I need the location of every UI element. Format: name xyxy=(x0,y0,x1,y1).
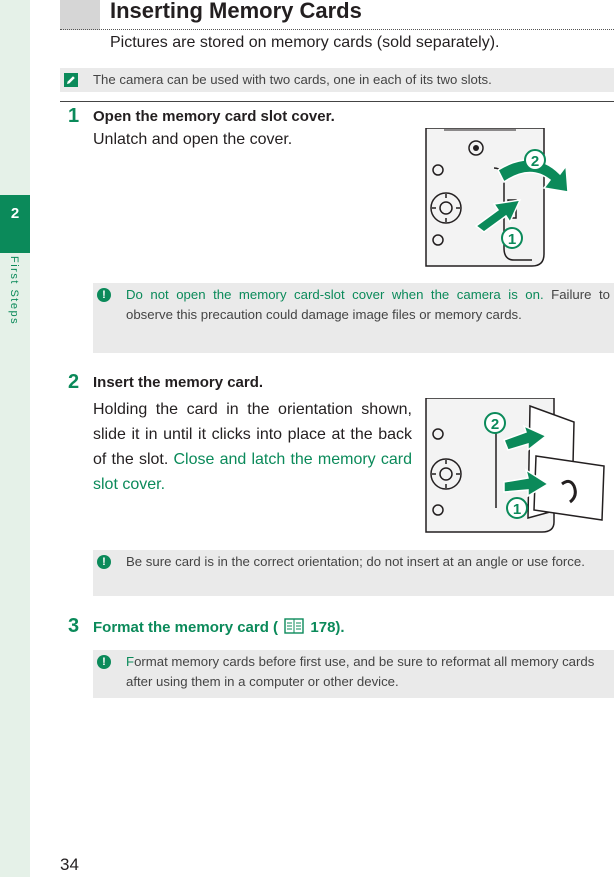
caution-line: Do not open the memory card-slot cover w… xyxy=(126,287,544,302)
step-body-text: Holding the card in the orientation show… xyxy=(93,401,412,468)
step-title-text: Format the memory card ( xyxy=(93,619,279,636)
memo-pencil-icon xyxy=(64,73,78,87)
caution-note: ! Do not open the memory card-slot cover… xyxy=(93,283,614,353)
caution-note: ! Format memory cards before first use, … xyxy=(93,650,614,698)
step-body-highlight: Close and latch the memory card slot cov… xyxy=(93,451,412,493)
book-reference-icon xyxy=(284,618,304,634)
callout-one: 1 xyxy=(508,231,516,248)
intro-text: Pictures are stored on memory cards (sol… xyxy=(110,34,500,51)
chapter-label: First Steps xyxy=(8,256,20,326)
step-body: Unlatch and open the cover. xyxy=(93,131,293,148)
caution-icon: ! xyxy=(97,655,111,669)
step-title-link[interactable]: Format the memory card ( 178). xyxy=(93,618,345,636)
page-number: 34 xyxy=(60,855,79,874)
callout-one: 1 xyxy=(513,501,521,518)
caution-icon: ! xyxy=(97,288,111,302)
chapter-number: 2 xyxy=(10,205,20,222)
caution-text: Do not open the memory card-slot cover w… xyxy=(126,285,610,325)
step-body: Holding the card in the orientation show… xyxy=(93,397,412,497)
memo-divider xyxy=(60,101,614,102)
heading-marker xyxy=(60,0,100,30)
caution-note: ! Be sure card is in the correct orienta… xyxy=(93,550,614,596)
figure-open-slot-cover: 2 1 xyxy=(424,128,570,270)
caution-icon: ! xyxy=(97,555,111,569)
step-number: 2 xyxy=(68,371,80,393)
step-number: 3 xyxy=(68,615,80,637)
caution-line: ormat memory cards before first use, and… xyxy=(126,654,595,689)
step-title: Insert the memory card. xyxy=(93,374,264,391)
caution-text: Format memory cards before first use, an… xyxy=(126,652,610,692)
chapter-sidebar xyxy=(0,0,30,877)
step-title-page: 178). xyxy=(310,619,345,636)
page-title: Inserting Memory Cards xyxy=(110,0,362,23)
step-title: Open the memory card slot cover. xyxy=(93,108,335,125)
step-number: 1 xyxy=(68,105,80,127)
caution-line: Failure to observe this precaution could… xyxy=(126,287,610,322)
memo-box: The camera can be used with two cards, o… xyxy=(60,68,614,92)
memo-text: The camera can be used with two cards, o… xyxy=(93,72,492,87)
chapter-tab xyxy=(0,195,30,253)
callout-two: 2 xyxy=(531,153,539,170)
caution-first-letter: F xyxy=(126,654,135,669)
figure-insert-card: 2 1 xyxy=(424,398,614,535)
title-divider xyxy=(60,29,614,30)
caution-text: Be sure card is in the correct orientati… xyxy=(126,554,585,569)
callout-two: 2 xyxy=(491,416,499,433)
